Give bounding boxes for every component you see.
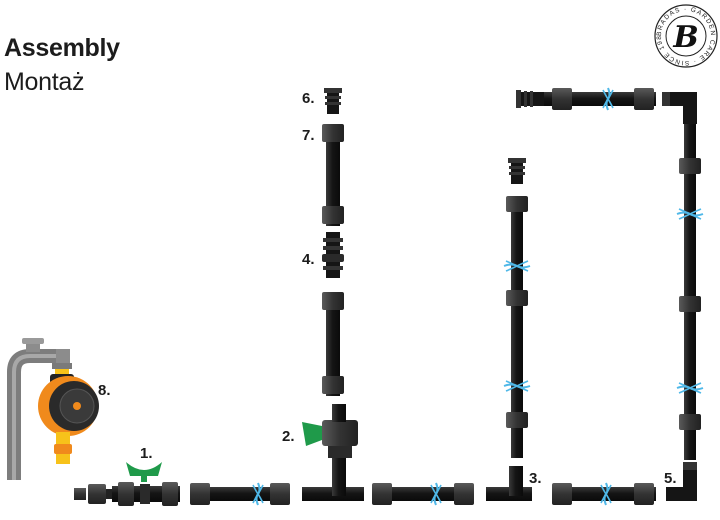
step-label-2: 2.	[282, 428, 295, 445]
step-label-6: 6.	[302, 90, 315, 107]
water-timer-icon	[38, 369, 99, 464]
pipe-column-right	[676, 110, 704, 460]
step-label-3: 3.	[529, 470, 542, 487]
logo-letter: B	[672, 20, 698, 55]
tap-icon	[7, 338, 72, 480]
pipe-segment-bottom-3	[552, 482, 656, 506]
end-plug-icon	[324, 88, 342, 114]
valve-icon	[302, 404, 358, 458]
svg-text:BRADAS · GARDEN CARE · SINCE 1: BRADAS · GARDEN CARE · SINCE 1989	[0, 0, 716, 66]
pipe-segment-top	[516, 87, 656, 111]
step-label-5: 5.	[664, 470, 677, 487]
step-label-7: 7.	[302, 127, 315, 144]
pipe-segment-bottom-2	[372, 482, 474, 506]
pipe-column-3	[503, 158, 531, 458]
pipe-segment-vertical-lower	[322, 292, 344, 396]
tee-connector-icon	[302, 456, 364, 501]
valve-icon	[112, 462, 180, 506]
step-label-8: 8.	[98, 382, 111, 399]
page-title: Assembly	[4, 34, 120, 62]
elbow-connector-icon	[662, 92, 697, 124]
tee-connector-icon	[486, 466, 532, 501]
pipe-segment-vertical-upper	[322, 124, 344, 226]
step-label-1: 1.	[140, 445, 153, 462]
page-subtitle: Montaż	[4, 68, 85, 96]
pipe-segment-bottom-1	[190, 482, 290, 506]
step-label-4: 4.	[302, 251, 315, 268]
coupler-connector	[322, 232, 344, 278]
brand-logo: BRADAS · GARDEN CARE · SINCE 1989 B	[0, 0, 718, 68]
elbow-connector-icon	[666, 462, 697, 501]
logo-ring-text: BRADAS · GARDEN CARE · SINCE 1989	[0, 0, 715, 66]
